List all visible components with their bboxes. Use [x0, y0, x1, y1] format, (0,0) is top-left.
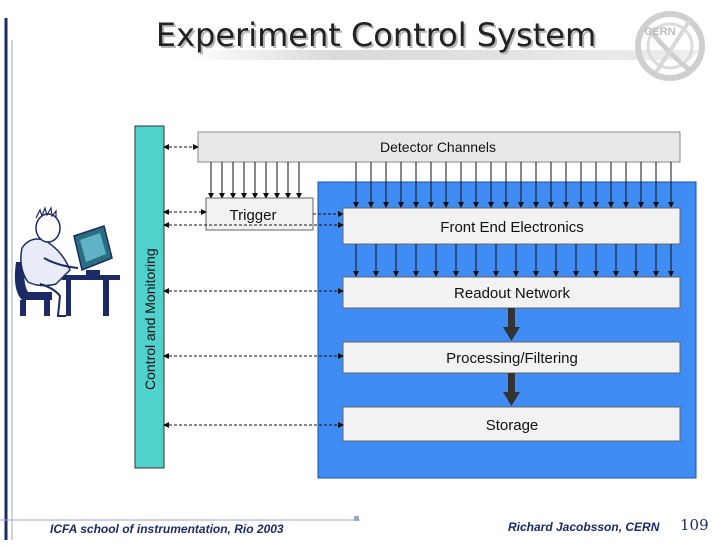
front-end-label: Front End Electronics: [440, 219, 583, 236]
operator-at-computer-illustration: [14, 206, 120, 317]
arrows-detector-to-trigger: [208, 162, 302, 199]
page-title: Experiment Control System: [156, 16, 596, 54]
title-underline-band: [185, 50, 700, 60]
detector-channels-box: [197, 131, 681, 163]
arrow-readout-to-processing: [503, 308, 520, 341]
control-monitoring-bar: [134, 125, 165, 469]
page-number: 109: [680, 516, 709, 534]
cern-logo-text: CERN: [644, 26, 675, 38]
front-end-box: [342, 207, 681, 245]
page-title-shadow: Experiment Control System: [158, 18, 598, 56]
control-links: [163, 144, 344, 428]
arrow-processing-to-storage: [503, 373, 520, 406]
storage-label: Storage: [486, 417, 539, 434]
arrows-frontend-to-readout: [353, 244, 674, 277]
processing-filtering-label: Processing/Filtering: [446, 350, 578, 367]
footer-rule-end: [354, 516, 359, 521]
detector-channels-label: Detector Channels: [380, 139, 496, 155]
processing-filtering-box: [342, 341, 681, 374]
readout-network-label: Readout Network: [454, 285, 570, 302]
arrows-detector-to-frontend: [353, 162, 674, 208]
footer-event: ICFA school of instrumentation, Rio 2003: [50, 522, 284, 536]
trigger-label: Trigger: [230, 207, 277, 224]
control-monitoring-label: Control and Monitoring: [142, 248, 158, 390]
cern-logo: CERN: [635, 11, 705, 81]
footer-author: Richard Jacobsson, CERN: [508, 520, 660, 534]
